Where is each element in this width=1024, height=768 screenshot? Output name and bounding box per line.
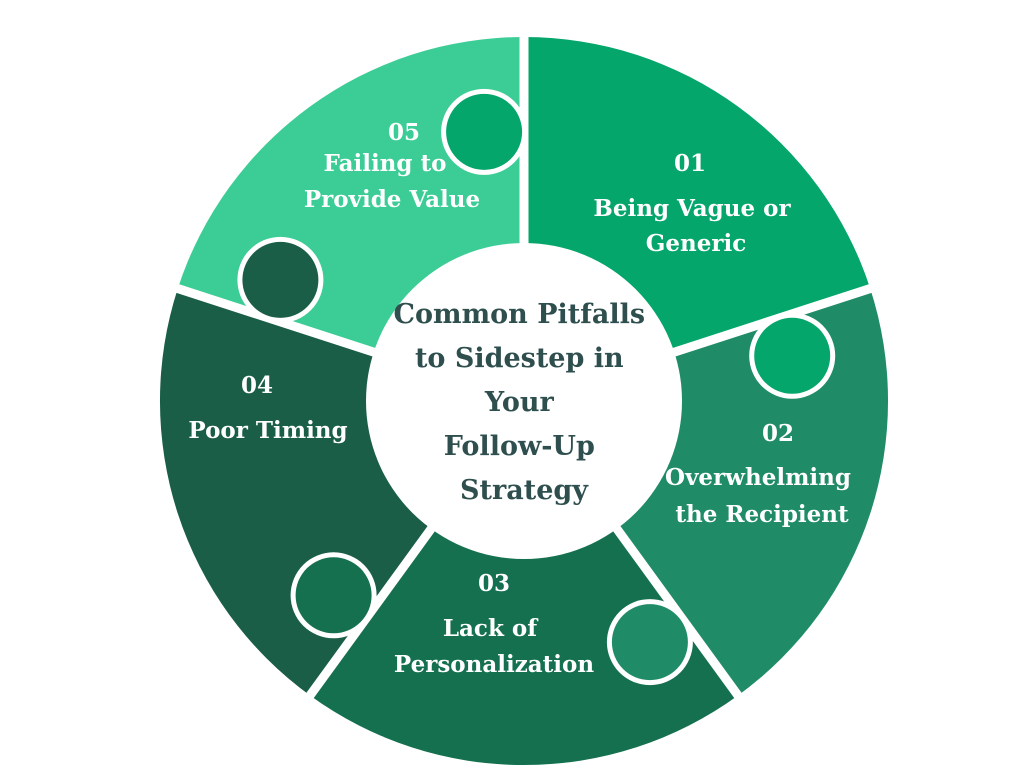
segment-title-line: Poor Timing [188, 417, 347, 444]
segment-05-label: 05 Failing to Provide Value [304, 119, 480, 213]
segment-title: Being Vague or Generic [593, 195, 798, 257]
segment-title-line: the Recipient [675, 501, 849, 528]
segment-01-label: 01 Being Vague or Generic [593, 150, 798, 257]
segment-title: Overwhelming the Recipient [665, 464, 859, 528]
segment-title-line: Failing to [324, 150, 447, 177]
segment-title-line: Provide Value [304, 186, 480, 213]
center-circle [366, 243, 682, 559]
segment-title-line: Lack of [443, 615, 539, 642]
center-title-line: to Sidestep in [415, 343, 624, 374]
segment-03-label: 03 Lack of Personalization [394, 570, 594, 678]
segment-04-label: 04 Poor Timing [188, 372, 347, 444]
segment-number: 03 [478, 570, 510, 597]
center-title-line: Strategy [460, 475, 589, 506]
segment-number: 01 [674, 150, 706, 177]
segment-title-line: Personalization [394, 651, 594, 678]
center-title-line: Common Pitfalls [394, 299, 646, 330]
puzzle-knob [446, 93, 523, 170]
segment-number: 05 [388, 119, 420, 146]
segment-02-label: 02 Overwhelming the Recipient [665, 420, 859, 528]
segment-title: Failing to Provide Value [304, 150, 480, 213]
segment-title: Lack of Personalization [394, 615, 594, 678]
puzzle-knobs [237, 88, 836, 686]
segment-title: Poor Timing [188, 417, 347, 444]
puzzle-knob [611, 604, 688, 681]
puzzle-knob [242, 241, 319, 318]
segment-number: 02 [762, 420, 794, 447]
center-title-line: Follow-Up [444, 431, 595, 462]
segment-number: 04 [241, 372, 273, 399]
puzzle-knob [295, 557, 372, 634]
center-title-line: Your [484, 387, 555, 418]
puzzle-knob [754, 317, 831, 394]
center-title: Common Pitfalls to Sidestep in Your Foll… [394, 299, 655, 506]
segment-title-line: Generic [646, 230, 747, 257]
segment-title-line: Being Vague or [593, 195, 791, 222]
segment-title-line: Overwhelming [665, 464, 851, 491]
